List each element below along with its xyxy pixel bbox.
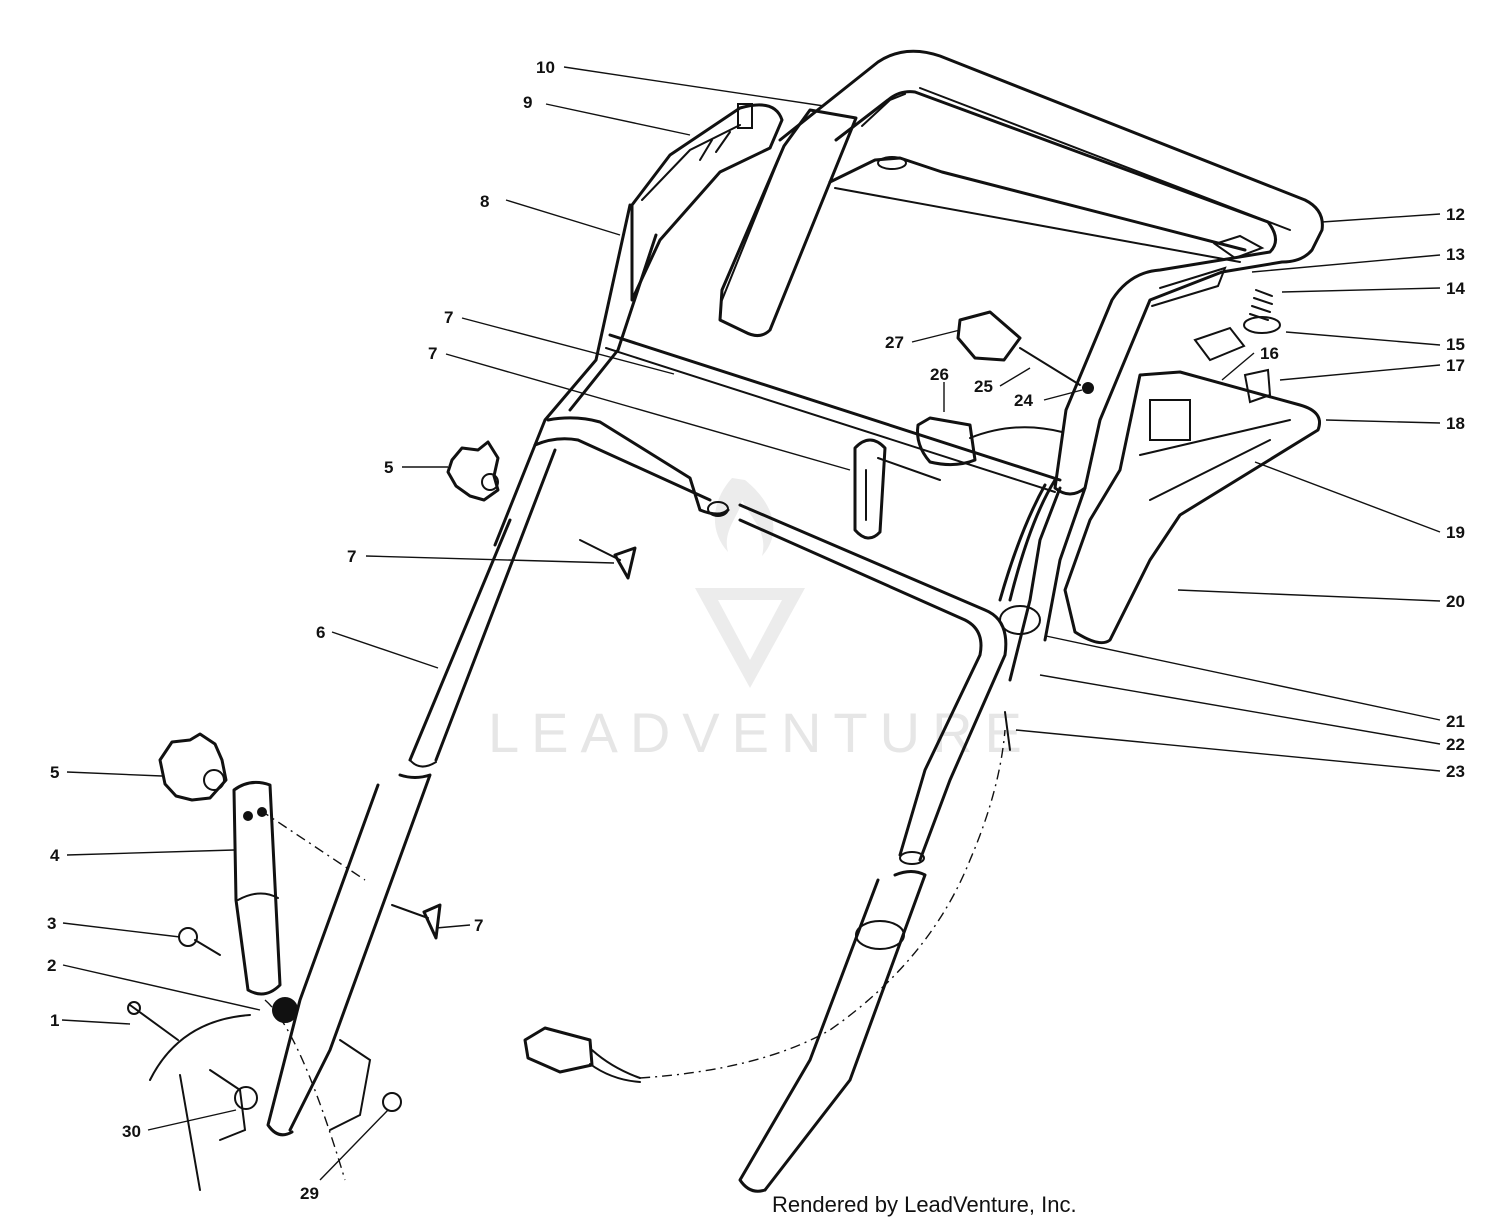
callout-29: 29 <box>300 1184 319 1203</box>
upper-knob <box>446 440 500 502</box>
callout-20: 19 <box>1446 523 1465 542</box>
callout-16: 15 <box>1446 335 1465 354</box>
callout-7-lower: 7 <box>474 916 483 935</box>
leader-lines <box>61 66 1441 1181</box>
callout-21: 20 <box>1446 592 1465 611</box>
switch-housing <box>1063 326 1321 645</box>
spring <box>1243 289 1281 334</box>
footer-credit: Rendered by LeadVenture, Inc. <box>772 1192 1077 1217</box>
callout-28: 27 <box>885 333 904 352</box>
callout-2: 2 <box>47 956 56 975</box>
callout-7-upper: 7 <box>347 547 356 566</box>
callout-13: 12 <box>1446 205 1465 224</box>
carriage-bolt-upper <box>579 539 637 580</box>
cord-plug <box>916 416 1063 602</box>
connector <box>523 1026 641 1083</box>
watermark: LEADVENTURE <box>488 478 1022 764</box>
cable-bracket <box>853 438 941 540</box>
callout-24: 23 <box>1446 762 1465 781</box>
callout-19: 18 <box>1446 414 1465 433</box>
left-lower-tube <box>266 416 730 1137</box>
assembly-lines <box>259 729 1006 1181</box>
actuator-switch <box>956 310 1094 394</box>
callout-27: 26 <box>930 365 949 384</box>
callout-22: 21 <box>1446 712 1465 731</box>
callout-5-lower: 5 <box>50 763 59 782</box>
callout-4: 4 <box>50 846 60 865</box>
callout-10: 8 <box>480 192 489 211</box>
left-upper-tube <box>493 203 1062 547</box>
callout-3: 3 <box>47 914 56 933</box>
callout-8: 7 <box>428 344 437 363</box>
callout-15: 14 <box>1446 279 1465 298</box>
callout-1: 1 <box>50 1011 59 1030</box>
callout-5-upper: 5 <box>384 458 393 477</box>
callout-12: 10 <box>536 58 555 77</box>
callout-14: 13 <box>1446 245 1465 264</box>
adjuster-plate <box>232 780 282 996</box>
left-side-cover <box>630 103 784 302</box>
callout-23: 22 <box>1446 735 1465 754</box>
watermark-v-icon <box>695 588 805 688</box>
callout-9: 7 <box>444 308 453 327</box>
hardware <box>127 927 402 1112</box>
callout-30: 30 <box>122 1122 141 1141</box>
deck-outline <box>149 1014 372 1191</box>
upper-handle <box>718 49 1324 496</box>
callout-labels: 10 9 8 7 7 5 7 6 5 4 3 2 1 30 29 7 12 13… <box>47 58 1465 1203</box>
carriage-bolt-lower <box>391 903 442 940</box>
callout-6: 6 <box>316 623 325 642</box>
callout-26: 25 <box>974 377 993 396</box>
callout-11: 9 <box>523 93 532 112</box>
watermark-flame-icon <box>714 478 774 556</box>
callout-25: 24 <box>1014 391 1033 410</box>
callout-17: 16 <box>1260 344 1279 363</box>
callout-18: 17 <box>1446 356 1465 375</box>
cord-ties <box>855 605 1041 950</box>
lower-knob <box>158 732 228 802</box>
